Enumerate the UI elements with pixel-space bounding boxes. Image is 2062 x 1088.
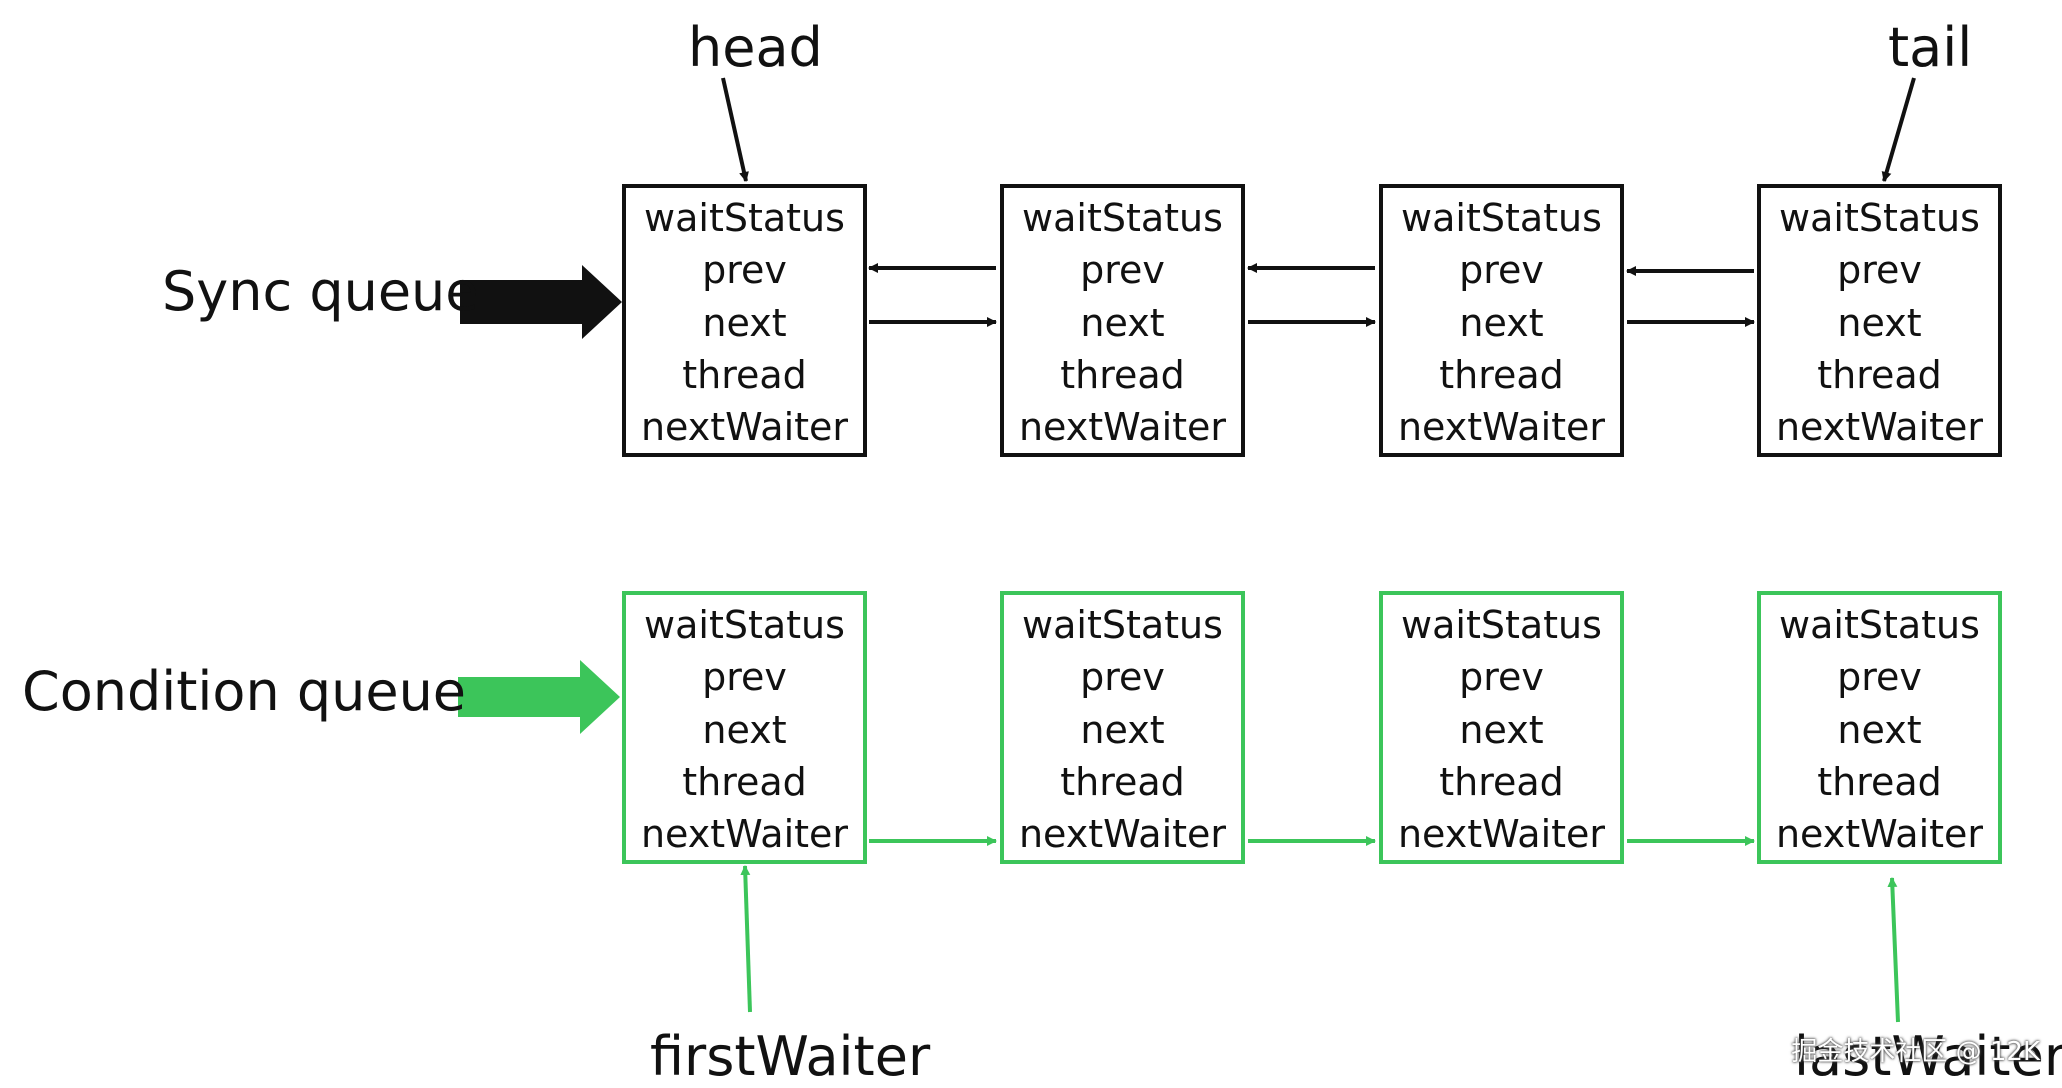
node-field-waitstatus: waitStatus	[1779, 603, 1980, 647]
node-field-nextwaiter: nextWaiter	[640, 812, 849, 856]
node-field-prev: prev	[1837, 248, 1922, 293]
node-field-waitstatus: waitStatus	[1022, 603, 1223, 647]
node-field-next: next	[1080, 707, 1165, 752]
condition-node: waitStatus prev next thread nextWaiter	[1000, 591, 1245, 864]
node-field-waitstatus: waitStatus	[1779, 196, 1980, 240]
tail-label: tail	[1888, 16, 1973, 79]
node-field-nextwaiter: nextWaiter	[1775, 405, 1984, 449]
condition-node: waitStatus prev next thread nextWaiter	[622, 591, 867, 864]
node-field-next: next	[1459, 707, 1544, 752]
sync-node: waitStatus prev next thread nextWaiter	[622, 184, 867, 457]
node-field-thread: thread	[682, 759, 807, 804]
head-pointer-arrow	[721, 77, 749, 182]
condition-node: waitStatus prev next thread nextWaiter	[1757, 591, 2002, 864]
node-field-prev: prev	[1080, 655, 1165, 700]
node-field-thread: thread	[1060, 352, 1185, 397]
head-label: head	[688, 16, 823, 79]
node-field-prev: prev	[1459, 655, 1544, 700]
node-field-next: next	[1837, 300, 1922, 345]
condition-node: waitStatus prev next thread nextWaiter	[1379, 591, 1624, 864]
node-field-prev: prev	[1837, 655, 1922, 700]
first-waiter-pointer-arrow	[740, 865, 752, 1013]
node-field-waitstatus: waitStatus	[644, 603, 845, 647]
node-field-waitstatus: waitStatus	[1401, 603, 1602, 647]
node-field-thread: thread	[682, 352, 807, 397]
first-waiter-label: firstWaiter	[650, 1025, 931, 1088]
node-field-next: next	[1459, 300, 1544, 345]
node-field-thread: thread	[1060, 759, 1185, 804]
condition-queue-entry-arrow	[458, 660, 620, 734]
node-field-nextwaiter: nextWaiter	[1397, 812, 1606, 856]
node-field-thread: thread	[1439, 352, 1564, 397]
node-field-thread: thread	[1817, 352, 1942, 397]
sync-node: waitStatus prev next thread nextWaiter	[1000, 184, 1245, 457]
sync-node: waitStatus prev next thread nextWaiter	[1379, 184, 1624, 457]
node-field-next: next	[702, 300, 787, 345]
node-field-thread: thread	[1439, 759, 1564, 804]
node-field-prev: prev	[1080, 248, 1165, 293]
node-field-thread: thread	[1817, 759, 1942, 804]
node-field-nextwaiter: nextWaiter	[1775, 812, 1984, 856]
node-field-waitstatus: waitStatus	[644, 196, 845, 240]
watermark: 掘金技术社区 @ 12K	[1791, 1037, 2040, 1067]
sync-queue-entry-arrow	[460, 265, 622, 339]
node-field-next: next	[702, 707, 787, 752]
last-waiter-pointer-arrow	[1887, 877, 1900, 1023]
node-field-nextwaiter: nextWaiter	[1018, 405, 1227, 449]
sync-node: waitStatus prev next thread nextWaiter	[1757, 184, 2002, 457]
node-field-prev: prev	[702, 655, 787, 700]
node-field-nextwaiter: nextWaiter	[1397, 405, 1606, 449]
node-field-waitstatus: waitStatus	[1022, 196, 1223, 240]
node-field-next: next	[1837, 707, 1922, 752]
condition-queue-label: Condition queue	[22, 660, 467, 723]
last-waiter-label: lastWaiter	[1794, 1025, 2062, 1088]
node-field-prev: prev	[1459, 248, 1544, 293]
sync-queue-label: Sync queue	[162, 260, 479, 323]
tail-pointer-arrow	[1881, 77, 1916, 182]
node-field-waitstatus: waitStatus	[1401, 196, 1602, 240]
node-field-next: next	[1080, 300, 1165, 345]
node-field-nextwaiter: nextWaiter	[1018, 812, 1227, 856]
node-field-nextwaiter: nextWaiter	[640, 405, 849, 449]
node-field-prev: prev	[702, 248, 787, 293]
